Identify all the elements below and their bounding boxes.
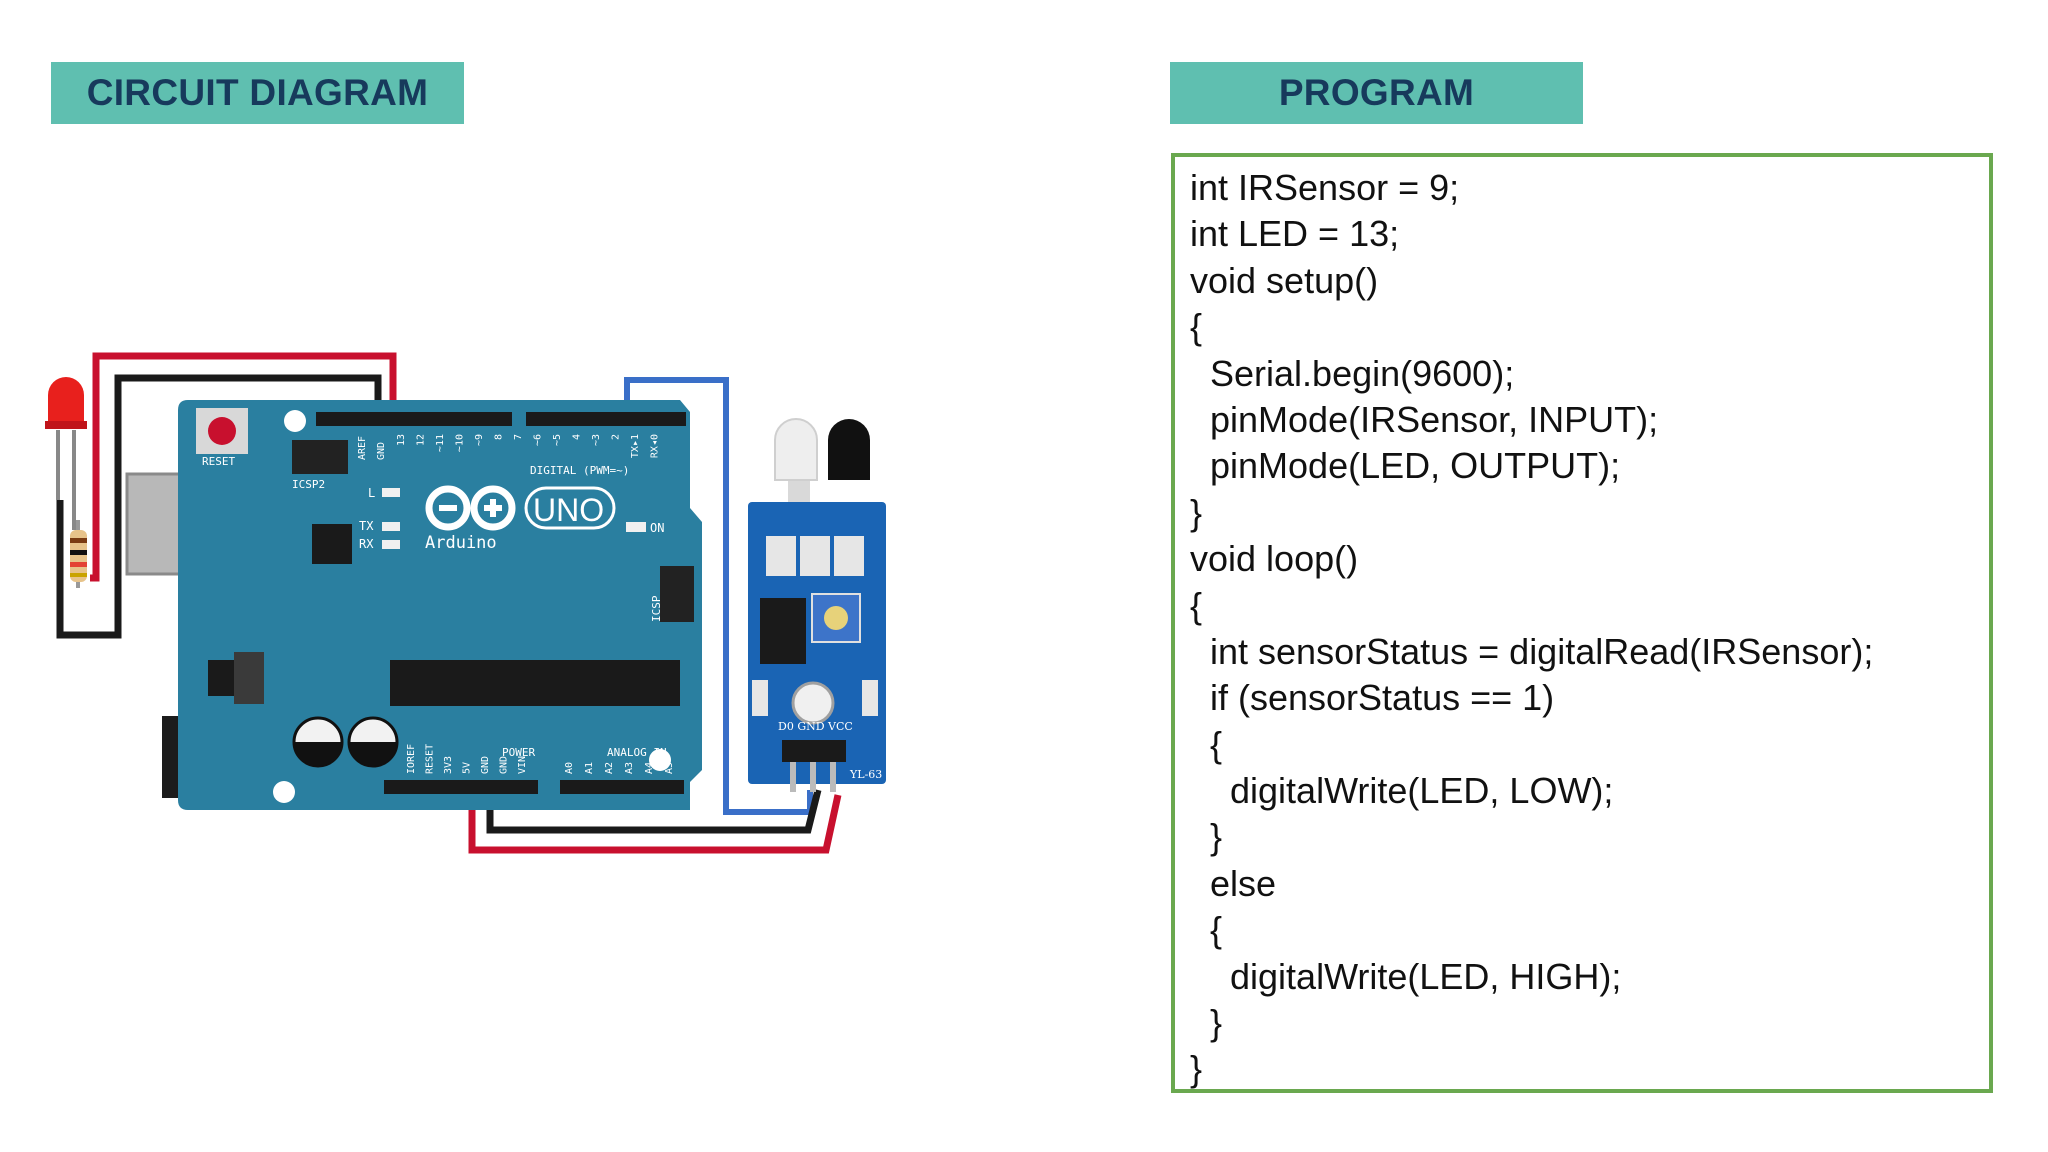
pin-label: IOREF — [406, 744, 417, 774]
code-line: void setup() — [1190, 259, 1379, 301]
pin-label: TX▸1 — [630, 434, 641, 458]
program-header: PROGRAM — [1170, 62, 1583, 124]
l-led-label: L — [368, 486, 375, 500]
power-label: POWER — [502, 746, 535, 759]
power-header: POWER IOREF RESET 3V3 5V GND GND VIN — [384, 744, 538, 794]
pin-label: ~5 — [552, 434, 563, 446]
code-line: else — [1190, 862, 1277, 904]
uno-logo-text: UNO — [533, 492, 604, 528]
pin-label: RX◂0 — [650, 434, 661, 458]
pin-label: ~9 — [474, 434, 485, 446]
rx-label: RX — [359, 537, 374, 551]
pin-label: A1 — [584, 762, 595, 774]
led — [45, 377, 87, 530]
pin-label: A5 — [664, 762, 675, 774]
on-label: ON — [650, 521, 664, 535]
digital-label: DIGITAL (PWM=~) — [530, 464, 629, 477]
code-line: int LED = 13; — [1190, 213, 1400, 255]
pin-label: 3V3 — [443, 756, 454, 774]
arduino-logo: UNO Arduino — [425, 485, 616, 553]
pin-label: GND — [499, 756, 510, 774]
pin-label: GND — [480, 756, 491, 774]
code-line: int IRSensor = 9; — [1190, 167, 1460, 208]
pin-label: 2 — [611, 434, 622, 440]
code-line: pinMode(LED, OUTPUT); — [1190, 445, 1621, 487]
circuit-diagram-title: CIRCUIT DIAGRAM — [86, 72, 429, 113]
pin-label: ~10 — [455, 434, 466, 452]
pin-label: A4 — [644, 762, 655, 774]
pin-label: 5V — [462, 762, 473, 774]
code-line: void loop() — [1190, 538, 1359, 580]
pin-label: ~3 — [591, 434, 602, 446]
pin-label: 4 — [572, 434, 583, 440]
sensor-model-label: YL-63 — [849, 768, 882, 781]
pin-label: A2 — [604, 762, 615, 774]
program-title: PROGRAM — [1278, 72, 1475, 113]
ir-sensor-module: D0 GND VCC YL-63 — [748, 418, 886, 792]
code-line: { — [1190, 723, 1223, 765]
atmega-chip — [390, 660, 680, 706]
wire-red-led — [90, 352, 397, 582]
wires — [56, 352, 842, 854]
wire-black-gnd — [486, 789, 822, 834]
code-line: Serial.begin(9600); — [1190, 352, 1515, 394]
code-line: pinMode(IRSensor, INPUT); — [1190, 398, 1659, 440]
icsp2-label: ICSP2 — [292, 478, 325, 491]
pin-label: 13 — [396, 434, 407, 446]
wire-black-led — [56, 374, 382, 639]
arduino-brand: Arduino — [425, 533, 497, 553]
arduino-board — [178, 400, 702, 810]
pin-label: VIN — [517, 756, 528, 774]
mcu-usb-chip — [312, 524, 352, 564]
wire-red-vcc — [468, 794, 842, 854]
pin-label: RESET — [425, 744, 436, 774]
code-line: { — [1190, 584, 1203, 626]
indicator-leds: L TX RX ON — [359, 486, 664, 551]
capacitors — [292, 716, 399, 768]
code-line: int sensorStatus = digitalRead(IRSensor)… — [1190, 630, 1874, 672]
pin-label: ~11 — [435, 434, 446, 452]
code-listing: int IRSensor = 9; int LED = 13;void setup… — [1190, 165, 1989, 1093]
icsp-header: ICSP — [650, 566, 694, 622]
sensor-pin-label: D0 GND VCC — [778, 720, 853, 733]
code-line: } — [1190, 491, 1203, 533]
voltage-regulator — [208, 660, 234, 696]
tx-label: TX — [359, 519, 374, 533]
code-line: { — [1190, 306, 1203, 348]
code-line: } — [1190, 816, 1223, 858]
code-line: digitalWrite(LED, LOW); — [1190, 770, 1614, 812]
code-line: } — [1190, 1002, 1223, 1044]
analog-label: ANALOG IN — [607, 746, 667, 759]
code-line: digitalWrite(LED, HIGH); — [1190, 955, 1622, 997]
pin-label: 12 — [416, 434, 427, 446]
pin-label: 8 — [494, 434, 505, 440]
code-line: if (sensorStatus == 1) — [1190, 677, 1555, 719]
gnd-label: GND — [376, 442, 387, 460]
pin-label: A0 — [564, 762, 575, 774]
pin-label: ~6 — [533, 434, 544, 446]
program-code-box: int IRSensor = 9; int LED = 13;void setup… — [1171, 153, 1993, 1093]
pin-label: A3 — [624, 762, 635, 774]
code-line: { — [1190, 909, 1223, 951]
reset-button: RESET — [196, 408, 248, 468]
pin-label: 7 — [513, 434, 524, 440]
icsp2-header: ICSP2 — [292, 440, 348, 491]
analog-header: ANALOG IN A0 A1 A2 A3 A4 A5 — [560, 746, 684, 794]
icsp-label: ICSP — [650, 595, 663, 622]
aref-label: AREF — [357, 436, 368, 460]
code-line: } — [1190, 1048, 1203, 1090]
circuit-diagram-header: CIRCUIT DIAGRAM — [51, 62, 464, 124]
resistor — [70, 520, 87, 588]
reset-label: RESET — [202, 455, 235, 468]
